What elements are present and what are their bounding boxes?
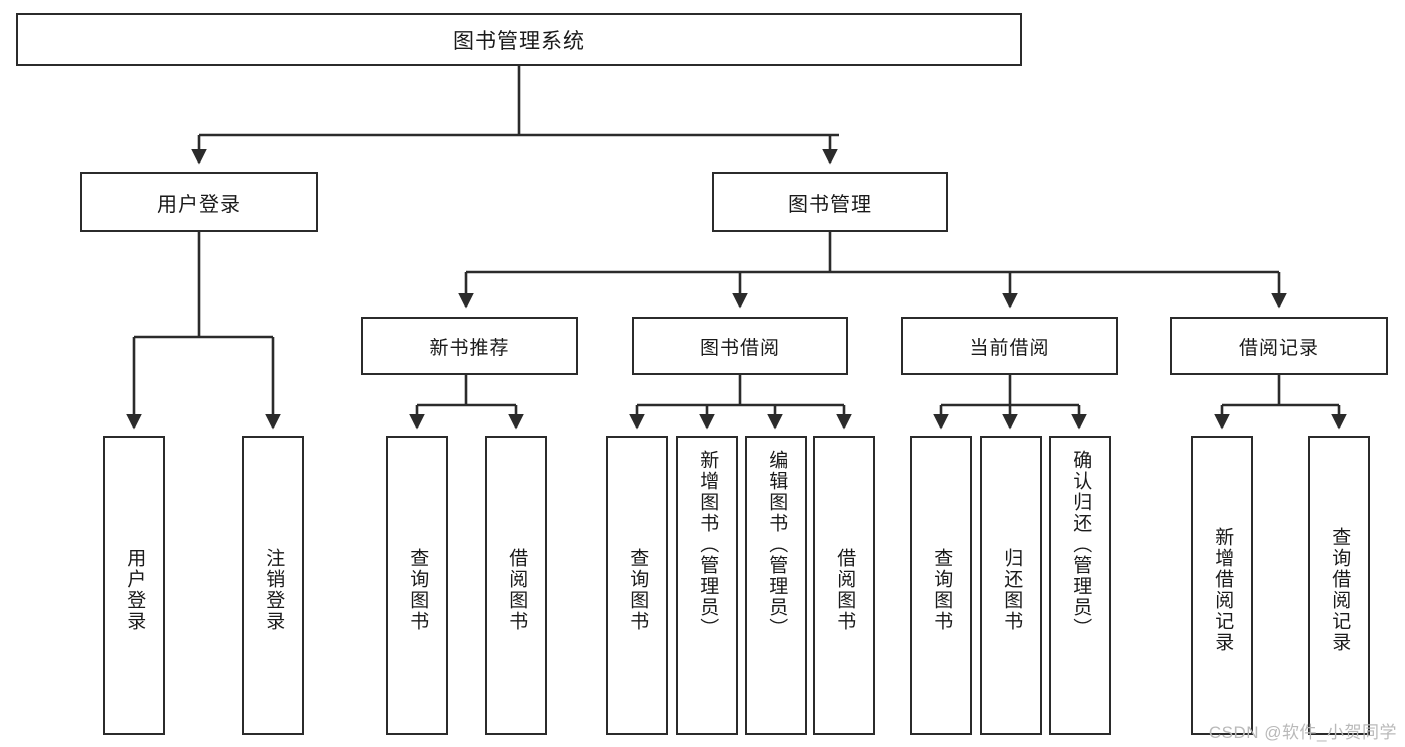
node-label: 借阅图书 bbox=[834, 547, 856, 632]
leaf-text-wrap: 归还图书 bbox=[982, 446, 1040, 733]
node-borrow-record[interactable]: 借阅记录 bbox=[1170, 317, 1388, 375]
node-current-borrow[interactable]: 当前借阅 bbox=[901, 317, 1118, 375]
leaf-text-wrap: 借阅图书 bbox=[815, 446, 873, 733]
node-leaf-user-login[interactable]: 用户登录 bbox=[103, 436, 165, 735]
node-leaf-borrow-book-1[interactable]: 借阅图书 bbox=[485, 436, 547, 735]
csdn-watermark: CSDN @软件_小贺同学 bbox=[1208, 723, 1397, 742]
node-label: 借阅图书 bbox=[506, 547, 528, 632]
leaf-text-wrap: 用户登录 bbox=[105, 446, 163, 733]
node-label: 新书推荐 bbox=[429, 337, 510, 359]
node-leaf-logout-login[interactable]: 注销登录 bbox=[242, 436, 304, 735]
leaf-text-wrap: 查询图书 bbox=[912, 446, 970, 733]
node-root-book-management-system[interactable]: 图书管理系统 bbox=[16, 13, 1022, 66]
node-book-management[interactable]: 图书管理 bbox=[712, 172, 948, 232]
node-label: 新增图书（管理员） bbox=[697, 450, 719, 639]
node-label: 用户登录 bbox=[124, 547, 146, 632]
leaf-text-wrap: 查询图书 bbox=[388, 446, 446, 733]
node-label: 查询图书 bbox=[931, 547, 953, 632]
node-label: 查询借阅记录 bbox=[1329, 526, 1351, 653]
node-new-book-recommend[interactable]: 新书推荐 bbox=[361, 317, 578, 375]
node-label: 查询图书 bbox=[407, 547, 429, 632]
node-label: 图书管理 bbox=[788, 193, 872, 216]
leaf-text-wrap: 查询图书 bbox=[608, 446, 666, 733]
node-label: 查询图书 bbox=[627, 547, 649, 632]
node-label: 注销登录 bbox=[263, 547, 285, 632]
node-leaf-return-book[interactable]: 归还图书 bbox=[980, 436, 1042, 735]
node-leaf-query-book-1[interactable]: 查询图书 bbox=[386, 436, 448, 735]
leaf-text-wrap: 查询借阅记录 bbox=[1310, 446, 1368, 733]
node-leaf-add-book[interactable]: 新增图书（管理员） bbox=[676, 436, 738, 735]
node-label: 归还图书 bbox=[1001, 547, 1023, 632]
node-label: 用户登录 bbox=[157, 193, 241, 216]
node-user-login[interactable]: 用户登录 bbox=[80, 172, 318, 232]
node-label: 编辑图书（管理员） bbox=[766, 450, 788, 639]
node-leaf-query-book-2[interactable]: 查询图书 bbox=[606, 436, 668, 735]
node-book-borrow[interactable]: 图书借阅 bbox=[632, 317, 848, 375]
node-leaf-edit-book[interactable]: 编辑图书（管理员） bbox=[745, 436, 807, 735]
leaf-text-wrap: 新增图书（管理员） bbox=[678, 446, 736, 733]
node-label: 新增借阅记录 bbox=[1212, 526, 1234, 653]
leaf-text-wrap: 新增借阅记录 bbox=[1193, 446, 1251, 733]
node-leaf-borrow-book-2[interactable]: 借阅图书 bbox=[813, 436, 875, 735]
leaf-text-wrap: 借阅图书 bbox=[487, 446, 545, 733]
node-leaf-query-book-3[interactable]: 查询图书 bbox=[910, 436, 972, 735]
node-label: 图书借阅 bbox=[699, 337, 780, 359]
node-label: 图书管理系统 bbox=[453, 29, 585, 53]
node-label: 借阅记录 bbox=[1238, 337, 1319, 359]
leaf-text-wrap: 编辑图书（管理员） bbox=[747, 446, 805, 733]
node-leaf-query-borrow-record[interactable]: 查询借阅记录 bbox=[1308, 436, 1370, 735]
leaf-text-wrap: 注销登录 bbox=[244, 446, 302, 733]
node-label: 当前借阅 bbox=[969, 337, 1050, 359]
node-label: 确认归还（管理员） bbox=[1070, 450, 1092, 639]
node-leaf-confirm-return[interactable]: 确认归还（管理员） bbox=[1049, 436, 1111, 735]
leaf-text-wrap: 确认归还（管理员） bbox=[1051, 446, 1109, 733]
node-leaf-add-borrow-record[interactable]: 新增借阅记录 bbox=[1191, 436, 1253, 735]
